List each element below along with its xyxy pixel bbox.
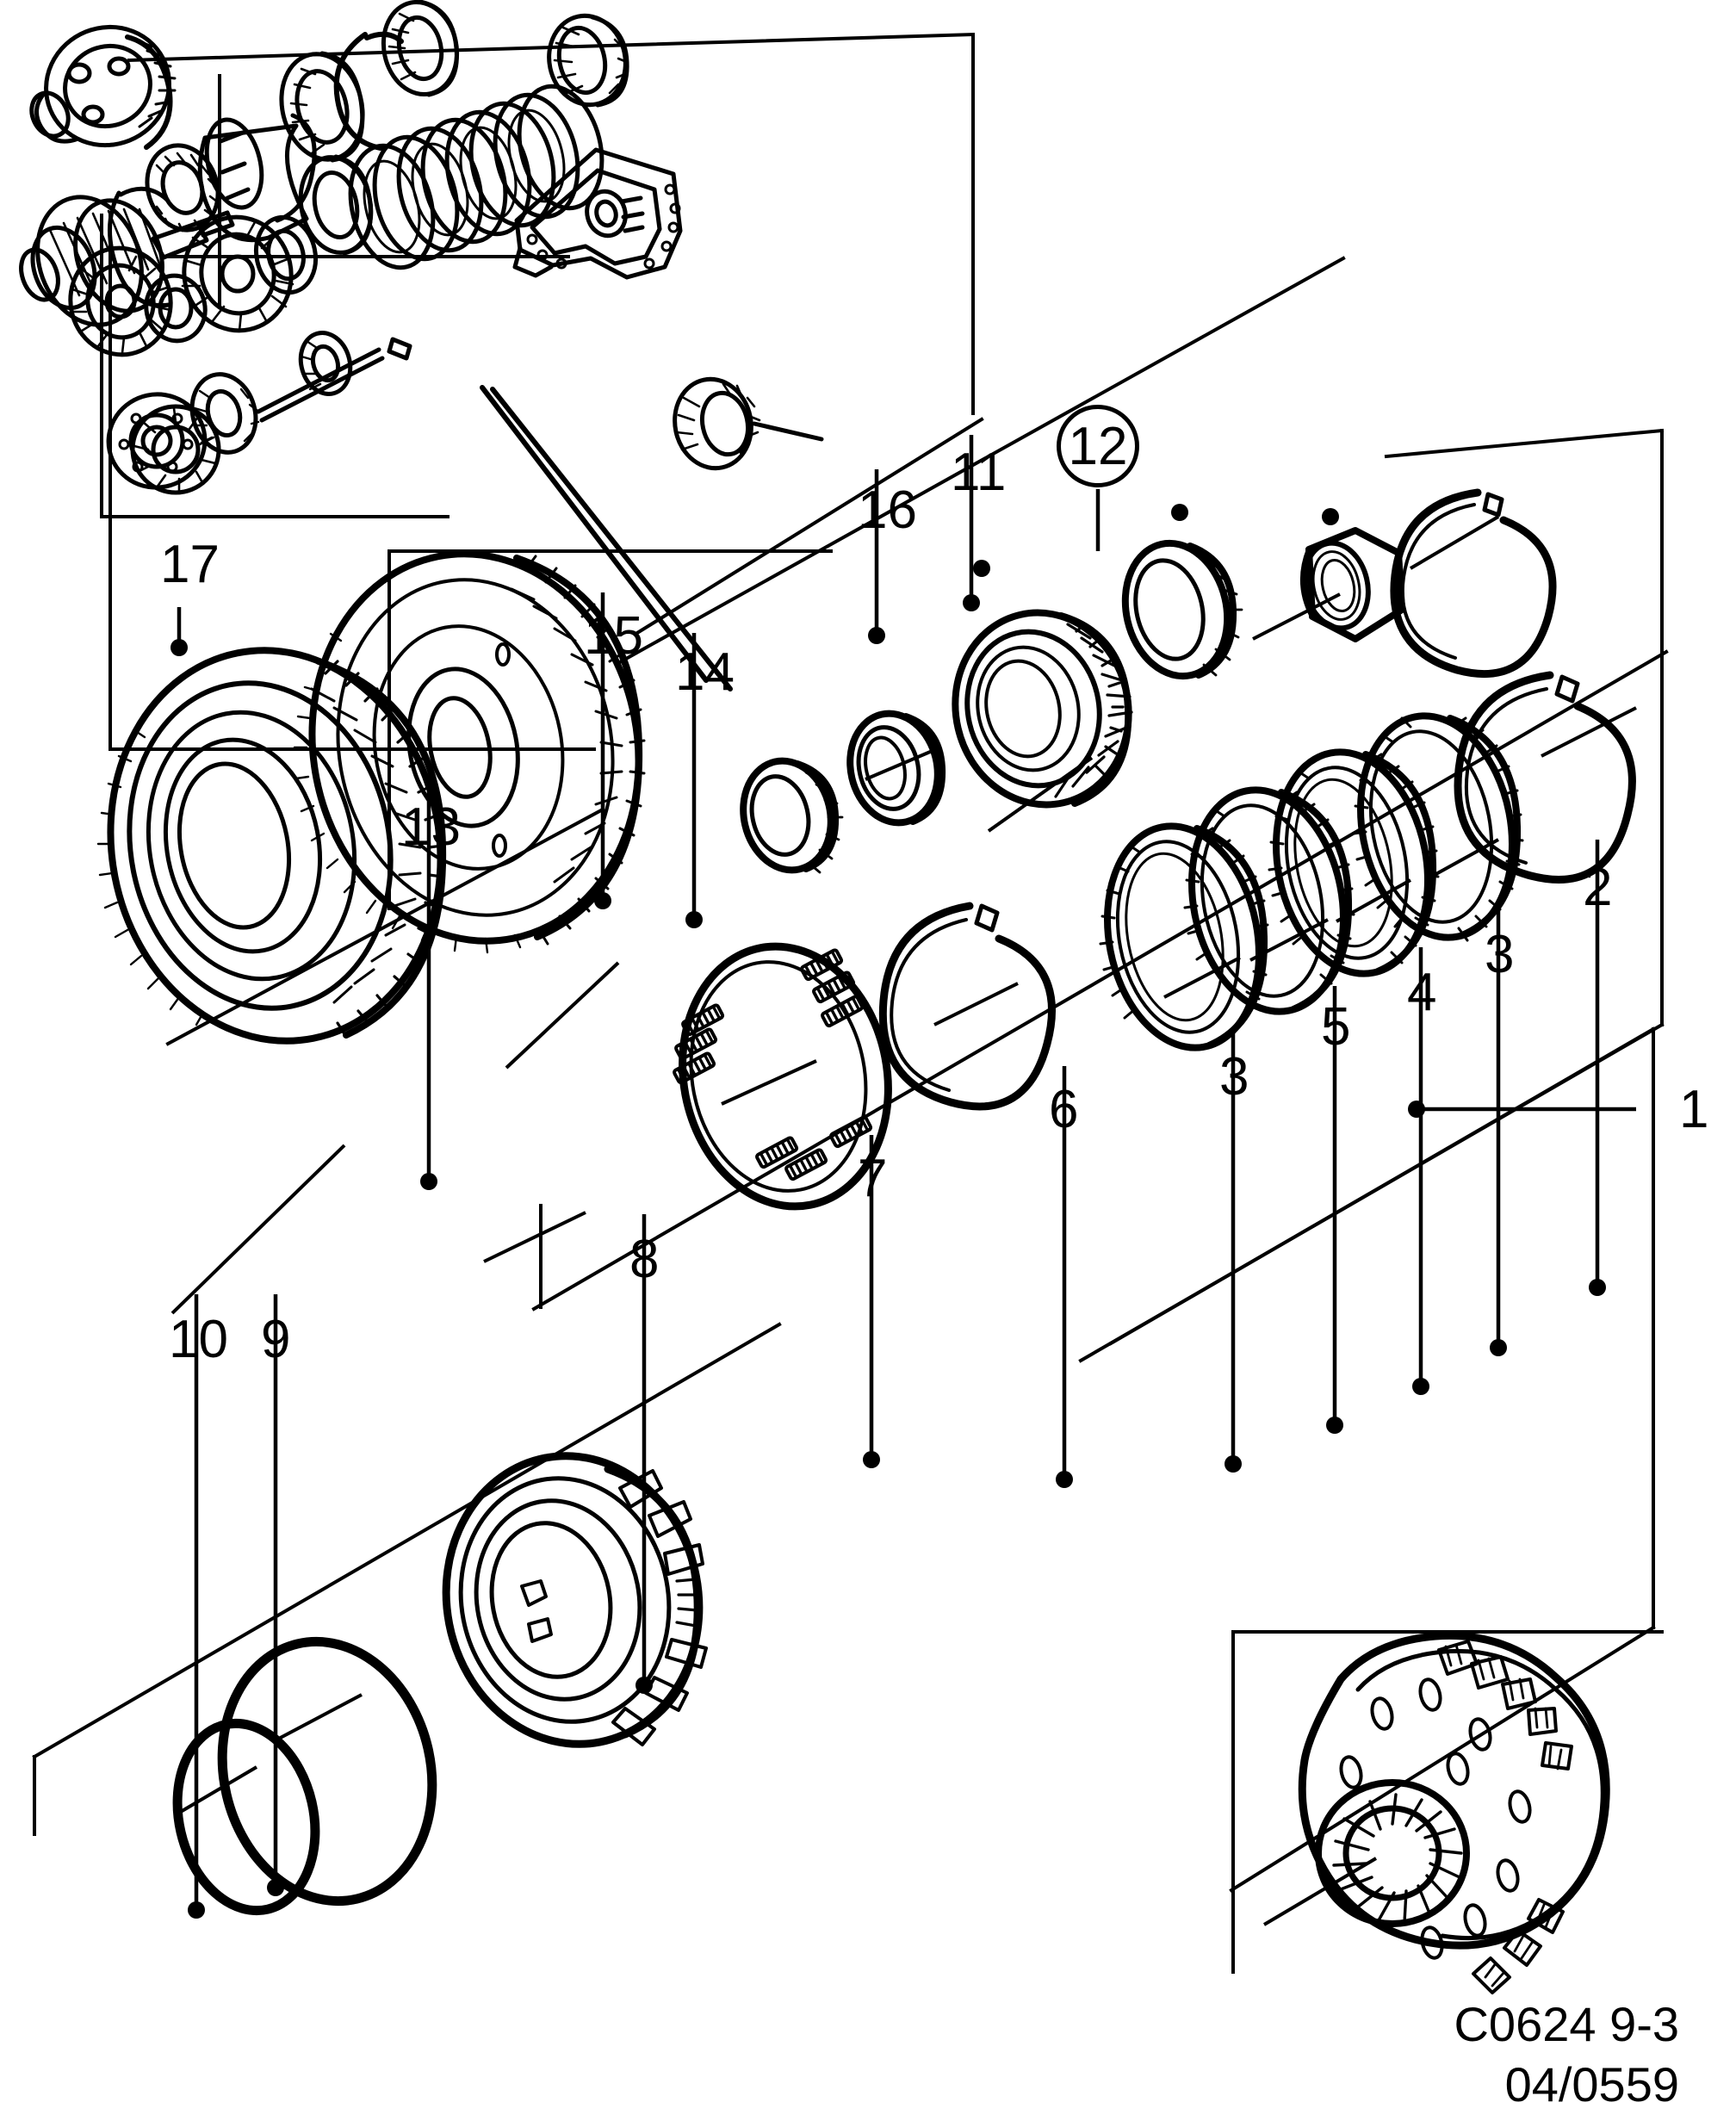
taper-bearing-outer-14 — [952, 609, 1133, 809]
part-pointer-lines — [170, 515, 1637, 1926]
callout-number-9: 9 — [261, 1310, 291, 1369]
taper-bearing-top-right — [547, 13, 629, 108]
parts-artwork — [19, 0, 1636, 1994]
clutch-plate-4 — [1268, 748, 1440, 977]
differential-assembly — [29, 24, 177, 150]
callout-number-7: 7 — [858, 1149, 888, 1208]
callout-number-15: 15 — [584, 606, 643, 666]
ring-gear-sprocket-13 — [293, 550, 646, 954]
splined-drum-17 — [96, 647, 447, 1045]
clutch-plate-3-inner — [1099, 822, 1271, 1051]
snap-ring-6 — [878, 902, 1057, 1111]
roller-bearing-top — [381, 0, 460, 97]
callout-number-5: 5 — [1321, 997, 1351, 1057]
taper-bearing-small — [740, 757, 844, 874]
clutch-apply-piston-8 — [442, 1452, 708, 1748]
clutch-stack-context — [348, 84, 604, 270]
sun-gear-context — [181, 214, 294, 333]
hex-lock-nut-16 — [1299, 527, 1405, 642]
bearing-race-context — [254, 214, 318, 295]
pinion-gear-mid — [673, 376, 824, 471]
return-spring-retainer-7 — [673, 942, 892, 1211]
piston-inner-seal-10 — [172, 1718, 320, 1916]
callout-number-11: 11 — [951, 443, 1007, 502]
thrust-washer-top — [108, 186, 171, 308]
callout-number-16: 16 — [858, 481, 917, 540]
callout-number-6: 6 — [1049, 1080, 1079, 1139]
carrier-barrel — [197, 113, 317, 243]
callout-number-3b: 3 — [1219, 1047, 1249, 1107]
footer-revision-code: 04/0559 — [1504, 2057, 1679, 2111]
callout-number-4: 4 — [1407, 963, 1437, 1022]
clutch-plate-5 — [1183, 786, 1355, 1015]
callout-number-12: 12 — [1057, 405, 1139, 487]
callout-number-13: 13 — [401, 797, 461, 857]
carrier-flange-context — [130, 404, 221, 495]
planet-gear-context-a — [68, 245, 173, 357]
small-shaft-gear — [256, 331, 412, 423]
callout-number-3a: 3 — [1485, 925, 1515, 984]
clutch-plate-3-outer — [1352, 712, 1524, 942]
output-flange-left — [106, 392, 208, 490]
taper-bearing-right — [1121, 539, 1243, 680]
snap-ring-11 — [1390, 488, 1557, 679]
bearing-race-15 — [846, 710, 946, 827]
callout-number-17: 17 — [160, 535, 220, 594]
callout-leader-lines — [177, 435, 1636, 1910]
callout-number-10: 10 — [169, 1310, 228, 1369]
callout-number-8: 8 — [629, 1230, 660, 1289]
callout-number-1: 1 — [1679, 1080, 1709, 1139]
planetary-carrier-1 — [1298, 1631, 1610, 1994]
callout-number-2: 2 — [1583, 858, 1613, 917]
callout-number-14: 14 — [675, 642, 735, 702]
clutch-drum-context — [298, 154, 374, 256]
callout-leader-dots — [170, 504, 1606, 1919]
transmission-housing — [512, 147, 683, 280]
shaft-pointer-lines — [480, 385, 733, 691]
footer-document-code: C0624 9-3 — [1454, 1997, 1679, 2051]
piston-outer-seal-9 — [217, 1636, 437, 1907]
